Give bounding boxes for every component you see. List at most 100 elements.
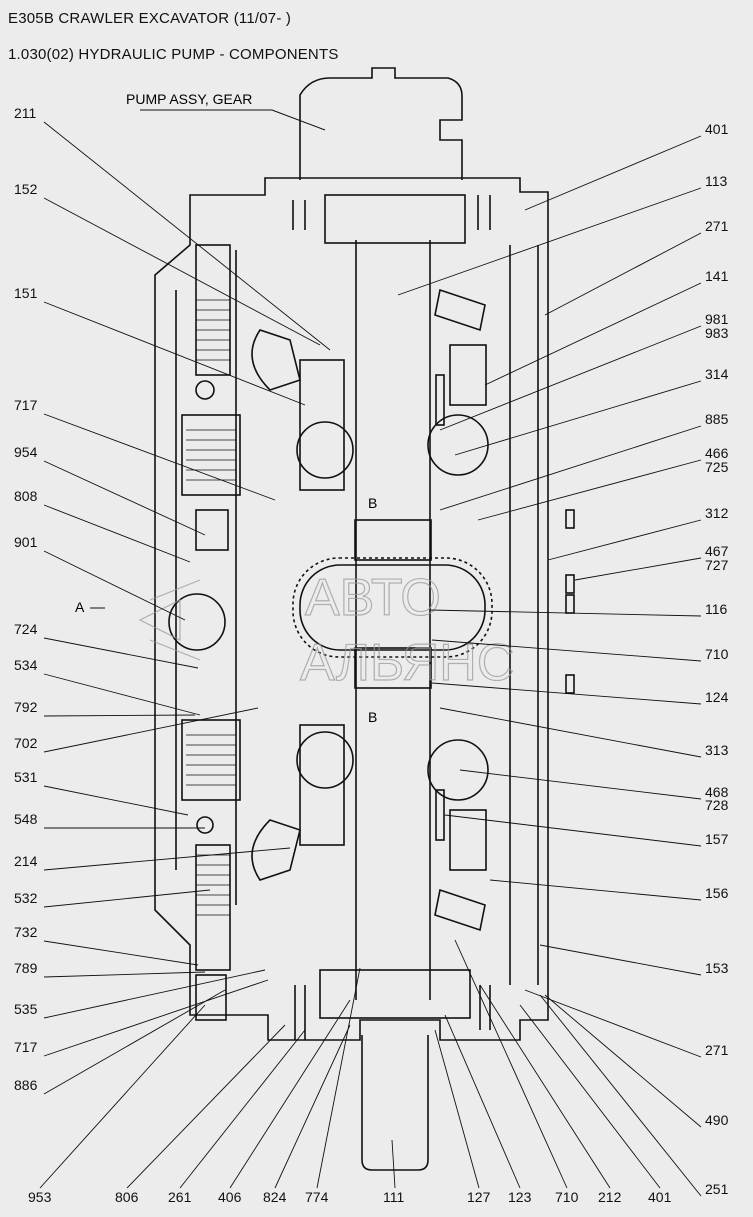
leader-line xyxy=(43,413,276,501)
part-number-callout: 468 xyxy=(705,784,729,800)
pump-body-outline xyxy=(154,67,575,1171)
leader-line xyxy=(126,1024,286,1189)
view-arrow-label: A xyxy=(75,599,85,615)
leader-line xyxy=(444,1014,521,1189)
leader-line xyxy=(459,769,702,800)
leader-line xyxy=(43,550,186,621)
section-mark-b: B xyxy=(368,709,377,725)
leader-line xyxy=(43,460,206,536)
part-number-callout: 808 xyxy=(14,488,38,504)
part-number-callout: 532 xyxy=(14,890,38,906)
leader-line xyxy=(484,282,702,386)
part-number-callout: 314 xyxy=(705,366,729,382)
leader-line xyxy=(43,979,269,1057)
leader-line xyxy=(39,1004,206,1189)
leader-line xyxy=(43,847,291,871)
leader-line xyxy=(489,879,702,901)
part-number-callout: 401 xyxy=(705,121,729,137)
leader-line xyxy=(391,1139,396,1189)
part-number-callout: 792 xyxy=(14,699,38,715)
part-number-callout: 214 xyxy=(14,853,38,869)
part-number-callout: 124 xyxy=(705,689,729,705)
leader-line xyxy=(544,994,702,1128)
assembly-label: PUMP ASSY, GEAR xyxy=(126,91,252,107)
part-number-callout: 886 xyxy=(14,1077,38,1093)
part-number-callout: 490 xyxy=(705,1112,729,1128)
part-number-callout: 212 xyxy=(598,1189,622,1205)
part-number-callout: 885 xyxy=(705,411,729,427)
part-number-callout: 467 xyxy=(705,543,729,559)
leader-line xyxy=(439,325,702,431)
leader-line xyxy=(544,232,702,316)
leader-line xyxy=(454,939,568,1189)
part-number-callout: 261 xyxy=(168,1189,192,1205)
part-number-callout: 727 xyxy=(705,557,729,573)
part-number-callout: 535 xyxy=(14,1001,38,1017)
part-number-callout: 466 xyxy=(705,445,729,461)
model-title: E305B CRAWLER EXCAVATOR (11/07- ) xyxy=(8,10,292,27)
leader-line xyxy=(43,673,201,716)
part-number-callout: 953 xyxy=(28,1189,52,1205)
part-number-callout: 824 xyxy=(263,1189,287,1205)
leader-line xyxy=(397,187,702,296)
part-number-callout: 152 xyxy=(14,181,38,197)
leader-line xyxy=(439,707,702,758)
pump-hatching xyxy=(186,299,236,916)
section-mark-b: B xyxy=(368,495,377,511)
section-title: 1.030(02) HYDRAULIC PUMP - COMPONENTS xyxy=(8,46,339,63)
leader-line xyxy=(444,814,702,847)
leader-line xyxy=(539,994,702,1197)
leader-line xyxy=(274,1024,351,1189)
leader-line xyxy=(574,557,702,581)
leader-line xyxy=(429,609,702,617)
part-number-callout: 271 xyxy=(705,218,729,234)
part-number-callout: 710 xyxy=(555,1189,579,1205)
watermark-text-2: АЛЬЯНС xyxy=(300,634,514,692)
part-number-callout: 954 xyxy=(14,444,38,460)
part-number-callout: 156 xyxy=(705,885,729,901)
leader-line xyxy=(524,989,702,1058)
leader-line xyxy=(179,1029,306,1189)
part-number-callout: 313 xyxy=(705,742,729,758)
part-number-callout: 717 xyxy=(14,397,38,413)
leader-line xyxy=(547,519,702,561)
leader-line xyxy=(439,425,702,511)
part-number-callout: 710 xyxy=(705,646,729,662)
part-number-callout: 113 xyxy=(705,173,728,189)
leader-line xyxy=(229,999,351,1189)
part-number-callout: 725 xyxy=(705,459,729,475)
part-number-callout: 983 xyxy=(705,325,729,341)
leader-line xyxy=(43,969,266,1019)
part-number-callout: 732 xyxy=(14,924,38,940)
part-number-callout: 157 xyxy=(705,831,729,847)
leader-line xyxy=(43,889,211,908)
watermark-logo xyxy=(138,579,201,661)
leader-line xyxy=(434,1029,480,1189)
leader-line xyxy=(539,944,702,976)
part-number-callout: 111 xyxy=(383,1189,404,1205)
part-number-callout: 271 xyxy=(705,1042,729,1058)
leader-line xyxy=(431,682,702,705)
leader-line xyxy=(43,940,199,966)
leader-line xyxy=(316,967,361,1189)
watermark-text: АВТО xyxy=(305,569,441,627)
leader-line xyxy=(454,380,702,456)
leader-line xyxy=(43,714,196,717)
leader-line xyxy=(524,135,702,211)
part-number-callout: 406 xyxy=(218,1189,242,1205)
leader-line xyxy=(43,121,331,351)
part-number-callout: 702 xyxy=(14,735,38,751)
part-number-callout: 981 xyxy=(705,311,729,327)
part-number-callout: 116 xyxy=(705,601,728,617)
leader-line xyxy=(43,504,191,563)
callout-labels: 2111521517179548089017245347927025315482… xyxy=(14,105,729,1205)
leader-line xyxy=(43,989,226,1095)
part-number-callout: 123 xyxy=(508,1189,532,1205)
part-number-callout: 141 xyxy=(705,268,729,284)
part-number-callout: 251 xyxy=(705,1181,729,1197)
leader-line xyxy=(477,459,702,521)
leader-line xyxy=(479,984,611,1189)
leader-line xyxy=(43,197,321,346)
part-number-callout: 901 xyxy=(14,534,38,550)
